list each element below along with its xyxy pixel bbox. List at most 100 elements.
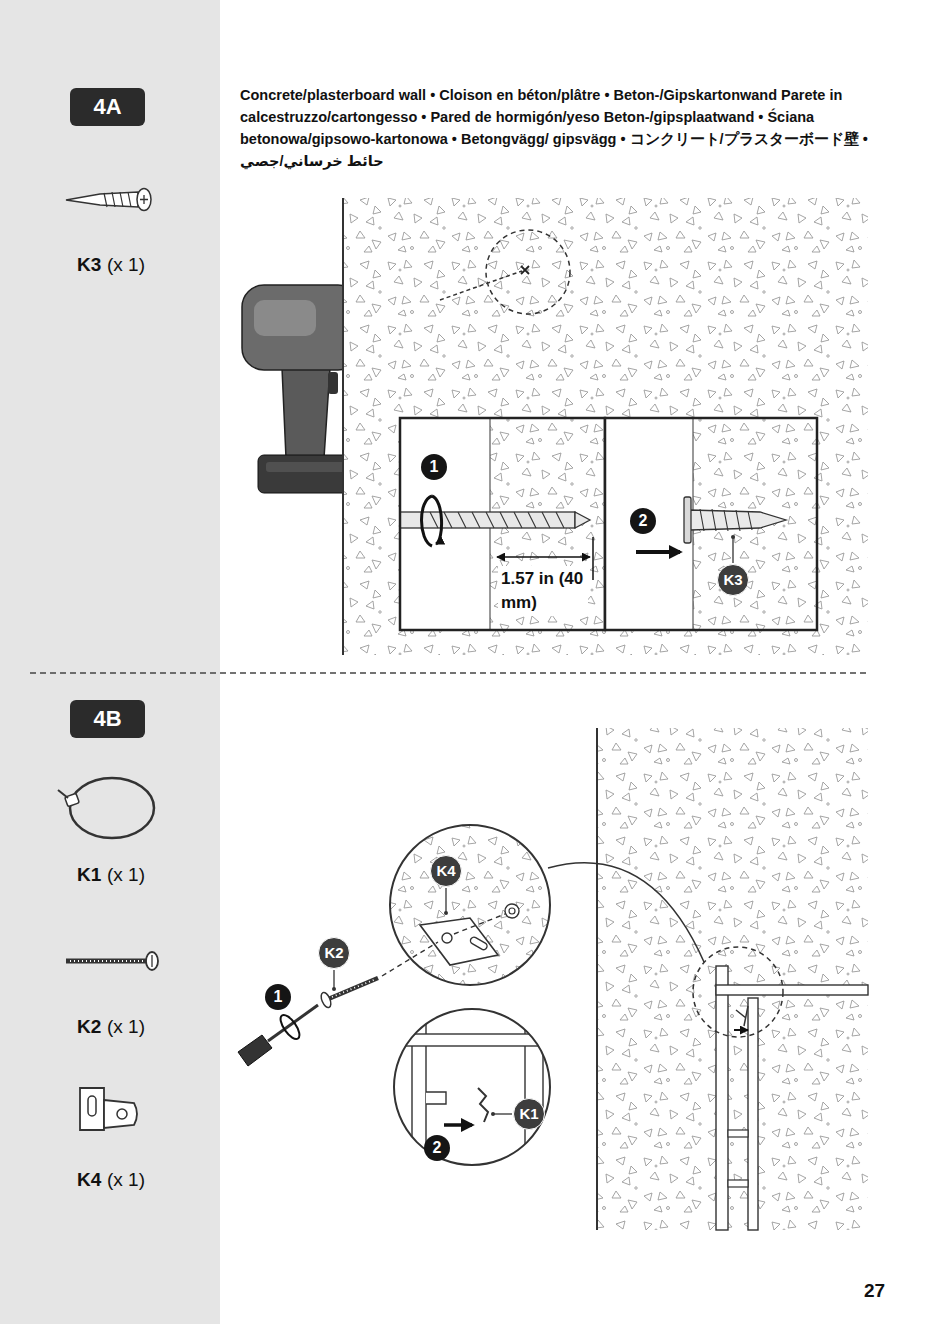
- wall-4a-part: [343, 198, 868, 655]
- part-quantity: (x 1): [107, 254, 145, 276]
- part-name: K4: [77, 1169, 101, 1191]
- drill-part: [254, 300, 316, 336]
- inset-drilling-part: [592, 537, 594, 580]
- cable-tie-icon-part: [65, 793, 80, 807]
- bracket-icon-part: [80, 1088, 104, 1130]
- callout-number: 1: [421, 454, 447, 480]
- shelf-frame-part: [716, 985, 868, 995]
- heading: Concrete/plasterboard wall • Cloison en …: [240, 84, 880, 172]
- anchor-icon-part: [140, 195, 148, 204]
- section-divider: [30, 673, 870, 674]
- screw-icon-part: [66, 959, 148, 964]
- inset-drilling-part: [432, 496, 442, 544]
- shelf-frame-part: [548, 863, 704, 962]
- inset-anchor-part: [605, 418, 817, 630]
- zoom-bracket-part-part: [505, 904, 519, 918]
- zoom-mounting-part-part: [444, 1123, 472, 1127]
- screw-icon-part: [146, 952, 158, 970]
- bracket-icon-part: [88, 1096, 96, 1116]
- zoom-mounting-part-part: [412, 1000, 426, 1180]
- zoom-bracket-part-part: [420, 918, 498, 965]
- zoom-mounting-part: [494, 1113, 512, 1114]
- shelf-frame-part: [728, 1180, 748, 1187]
- bracket-icon: [80, 1088, 137, 1130]
- inset-anchor-part: [636, 550, 680, 554]
- zoom-bracket-part-part: [509, 908, 515, 914]
- step-number: 4A: [93, 94, 121, 120]
- shelf-frame-part: [748, 998, 758, 1230]
- zoom-bracket-part: [390, 825, 550, 985]
- callout-number: 1: [265, 984, 291, 1010]
- part-quantity: (x 1): [107, 1169, 145, 1191]
- step-number: 4B: [93, 706, 121, 732]
- anchor-icon-part: [137, 189, 151, 211]
- zoom-bracket-part: [444, 911, 448, 915]
- wall-4b: [597, 728, 868, 1230]
- section-divider-part: [30, 672, 870, 673]
- drill-guide-part: [486, 230, 570, 314]
- inset-drilling-part: [430, 512, 564, 528]
- screwdriver-and-screw-part: [277, 1012, 303, 1042]
- wall-4a: [343, 198, 868, 655]
- sidebar: [0, 0, 220, 1324]
- zoom-bracket-part: [420, 904, 519, 965]
- part-quantity: (x 1): [107, 1016, 145, 1038]
- part-quantity: (x 1): [107, 864, 145, 886]
- inset-anchor: [605, 418, 817, 630]
- drill-guide-part: [521, 266, 529, 274]
- inset-anchor-part: [731, 535, 735, 539]
- shelf-frame-part: [736, 1006, 748, 1026]
- zoom-mounting-part-part: [525, 1000, 543, 1180]
- shelf-frame-part: [693, 947, 783, 1037]
- part-callout: K1: [513, 1098, 545, 1130]
- cable-tie-icon: [58, 778, 154, 838]
- callout-number: 2: [424, 1135, 450, 1161]
- step-badge: 4A: [70, 88, 145, 126]
- screw-icon-part: [151, 955, 152, 967]
- inset-drilling-part: [400, 418, 605, 630]
- inset-drilling: [400, 418, 605, 630]
- zoom-mounting: [394, 1000, 556, 1180]
- part-name: K1: [77, 864, 101, 886]
- inset-anchor-part: [700, 509, 752, 531]
- drill-guide-part: [440, 271, 522, 300]
- shelf-frame-part: [716, 966, 728, 1230]
- part-callout: K2: [318, 937, 350, 969]
- page-number: 27: [864, 1280, 885, 1302]
- wall-4b-part: [596, 728, 598, 1230]
- screwdriver-and-screw-part: [319, 991, 333, 1009]
- shelf-frame-part: [728, 1130, 748, 1137]
- dimension-label: 1.57 in (40 mm): [498, 566, 588, 616]
- screw-icon-part: [70, 960, 146, 962]
- part-callout: K3: [717, 564, 749, 596]
- inset-drilling-part: [400, 512, 575, 528]
- inset-drilling-part: [497, 556, 590, 558]
- inset-drilling-part: [400, 418, 605, 630]
- step-badge: 4B: [70, 700, 145, 738]
- screwdriver-and-screw-part: [382, 942, 438, 976]
- zoom-bracket-part-part: [469, 936, 488, 951]
- screwdriver-and-screw: [238, 914, 505, 1066]
- cable-tie-icon-part: [70, 778, 154, 838]
- wall-4a-part: [342, 198, 344, 655]
- bracket-icon-part: [104, 1100, 137, 1128]
- screwdriver-and-screw-part: [332, 979, 376, 997]
- shelf-frame-part: [734, 1029, 748, 1031]
- shelf-frame: [548, 863, 868, 1230]
- screw-icon: [66, 952, 158, 970]
- zoom-mounting-part-part: [478, 1088, 488, 1122]
- screwdriver-and-screw-part: [333, 970, 334, 988]
- anchor-icon-part: [66, 192, 138, 207]
- screwdriver-and-screw-part: [454, 914, 505, 934]
- callout-number: 2: [630, 508, 656, 534]
- zoom-mounting-part: [394, 1009, 550, 1165]
- inset-drilling-part: [575, 512, 590, 528]
- inset-drilling-part: [422, 496, 433, 546]
- part-callout: K4: [430, 855, 462, 887]
- drill-part: [266, 462, 350, 472]
- bracket-icon-part: [117, 1109, 127, 1119]
- zoom-mounting-part: [396, 1000, 556, 1180]
- sidebar-part: [0, 0, 220, 1324]
